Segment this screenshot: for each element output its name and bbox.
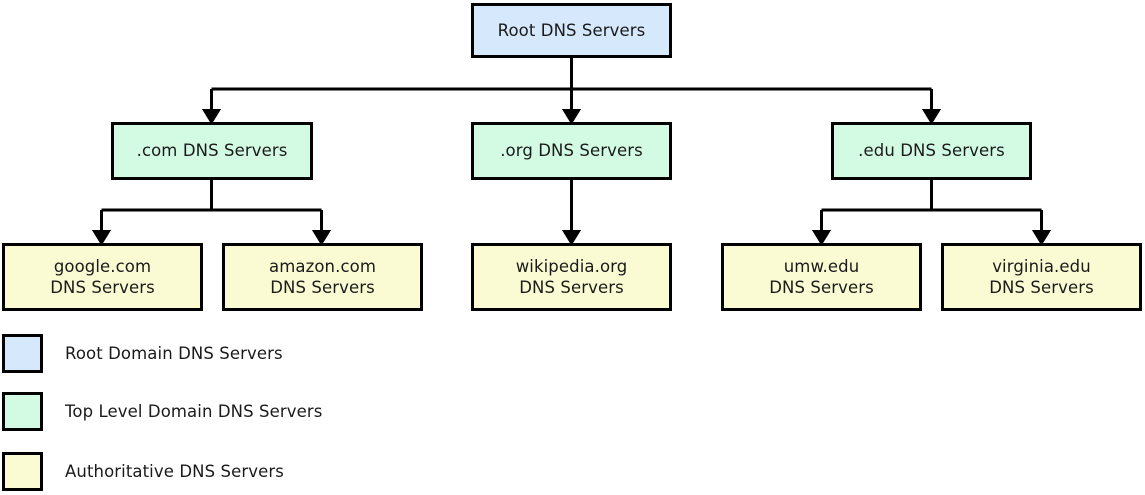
- node-umw-edu-dns-servers[interactable]: umw.edu DNS Servers: [721, 243, 922, 311]
- legend-swatch-top-level-domain: [2, 392, 43, 431]
- node-virginia-edu-dns-servers[interactable]: virginia.edu DNS Servers: [941, 243, 1142, 311]
- node-org-dns-servers[interactable]: .org DNS Servers: [471, 122, 672, 180]
- node-label: .edu DNS Servers: [858, 141, 1005, 161]
- node-label: amazon.com DNS Servers: [269, 256, 376, 297]
- legend-item-authoritative: Authoritative DNS Servers: [2, 452, 284, 491]
- node-root-dns-servers[interactable]: Root DNS Servers: [471, 3, 672, 58]
- legend-label-authoritative: Authoritative DNS Servers: [65, 462, 284, 481]
- node-edu-dns-servers[interactable]: .edu DNS Servers: [831, 122, 1032, 180]
- node-wikipedia-org-dns-servers[interactable]: wikipedia.org DNS Servers: [471, 243, 672, 311]
- node-label: wikipedia.org DNS Servers: [515, 256, 628, 297]
- node-label: virginia.edu DNS Servers: [989, 256, 1094, 297]
- node-com-dns-servers[interactable]: .com DNS Servers: [111, 122, 313, 180]
- node-label: umw.edu DNS Servers: [769, 256, 874, 297]
- legend-swatch-root-domain: [2, 334, 43, 373]
- legend-label-root-domain: Root Domain DNS Servers: [65, 344, 283, 363]
- node-label: .com DNS Servers: [136, 141, 288, 161]
- node-google-com-dns-servers[interactable]: google.com DNS Servers: [2, 243, 203, 311]
- legend-item-root-domain: Root Domain DNS Servers: [2, 334, 283, 373]
- node-amazon-com-dns-servers[interactable]: amazon.com DNS Servers: [222, 243, 423, 311]
- legend-item-top-level-domain: Top Level Domain DNS Servers: [2, 392, 322, 431]
- node-label: google.com DNS Servers: [50, 256, 155, 297]
- legend-swatch-authoritative: [2, 452, 43, 491]
- node-label: Root DNS Servers: [497, 20, 646, 40]
- node-label: .org DNS Servers: [500, 141, 643, 161]
- legend-label-top-level-domain: Top Level Domain DNS Servers: [65, 402, 323, 421]
